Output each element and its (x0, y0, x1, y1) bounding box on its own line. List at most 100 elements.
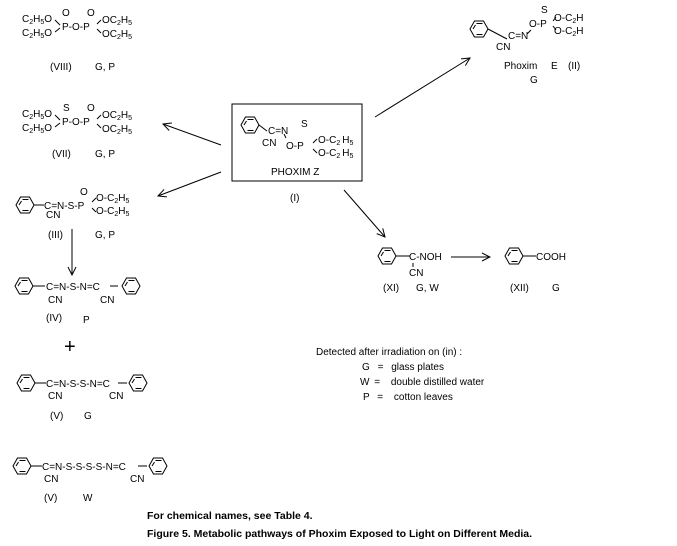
compound-name: Phoxim (504, 61, 537, 72)
svg-text:S: S (63, 103, 70, 114)
legend-item-glass: G = glass plates (362, 362, 444, 373)
benzene-ring (12, 457, 32, 475)
arrow-to-ii (374, 58, 470, 118)
svg-text:COOH: COOH (536, 252, 566, 263)
svg-text:C=N-S-S-S-S-N=C: C=N-S-S-S-S-N=C (42, 462, 126, 473)
media-label: P (83, 315, 90, 326)
arrow-to-iii (158, 171, 222, 196)
svg-text:O-C2H5: O-C2H5 (318, 135, 353, 147)
legend-item-water: W = double distilled water (360, 377, 485, 388)
table-reference-note: For chemical names, see Table 4. (147, 510, 313, 522)
svg-text:O-C2H5: O-C2H5 (96, 193, 129, 205)
legend-item-cotton: P = cotton leaves (363, 392, 453, 403)
svg-text:O-C2H: O-C2H (554, 13, 583, 25)
compound-iii: C=N-S-P CN O O-C2H5 O-C2H5 (III) G, P (15, 187, 129, 241)
legend-key: P (363, 392, 370, 403)
legend-value: double distilled water (390, 377, 485, 388)
svg-text:CN: CN (130, 474, 144, 485)
benzene-ring (15, 196, 35, 214)
svg-text:S: S (301, 119, 308, 130)
svg-text:OC2H5: OC2H5 (102, 29, 132, 41)
compound-v-water: C=N-S-S-S-S-N=C CN CN (V) W (12, 457, 168, 504)
center-name: PHOXIM Z (271, 167, 319, 178)
media-label: W (83, 493, 93, 504)
compound-ii: C=N CN O-P S O-C2H O-C2H Phoxim E (II) G (469, 5, 583, 86)
compound-id: (II) (568, 61, 580, 72)
legend-value: cotton leaves (393, 392, 453, 403)
svg-text:C=N: C=N (268, 126, 288, 137)
svg-text:O-C2H: O-C2H (554, 26, 583, 38)
svg-text:C-NOH: C-NOH (409, 252, 442, 263)
svg-text:CN: CN (48, 295, 62, 306)
benzene-ring (14, 277, 34, 295)
compound-v-glass: C=N-S-S-N=C CN CN (V) G (16, 374, 148, 422)
svg-text:C=N-S-N=C: C=N-S-N=C (46, 282, 100, 293)
compound-iv: C=N-S-N=C CN CN (IV) P (14, 277, 141, 326)
compound-vii: C2H5O C2H5O S O P-O-P OC2H5 OC2H5 (VII) … (22, 103, 132, 160)
svg-text:O: O (62, 8, 70, 19)
svg-text:CN: CN (409, 268, 423, 279)
svg-text:CN: CN (109, 391, 123, 402)
svg-text:C2H5O: C2H5O (22, 14, 52, 26)
compound-id: (VII) (52, 149, 71, 160)
svg-text:CN: CN (44, 474, 58, 485)
svg-text:OC2H5: OC2H5 (102, 124, 132, 136)
compound-id: (XI) (383, 283, 399, 294)
media-label: G, P (95, 149, 115, 160)
isomer-label: E (551, 61, 558, 72)
compound-xii: COOH (XII) G (504, 247, 566, 294)
benzene-ring (469, 20, 489, 38)
benzene-ring (16, 374, 36, 392)
benzene-ring (121, 277, 141, 295)
compound-viii: C2H5O C2H5O O O P-O-P OC2H5 OC2H5 (VIII)… (22, 8, 132, 73)
svg-text:CN: CN (100, 295, 114, 306)
arrow-to-vii (163, 124, 222, 146)
media-label: G (552, 283, 560, 294)
svg-text:C2H5O: C2H5O (22, 28, 52, 40)
media-label: G (530, 75, 538, 86)
media-label: G (84, 411, 92, 422)
svg-text:OC2H5: OC2H5 (102, 110, 132, 122)
svg-text:O: O (80, 187, 88, 198)
svg-text:O: O (87, 103, 95, 114)
svg-text:C2H5O: C2H5O (22, 109, 52, 121)
media-label: G, W (416, 283, 439, 294)
compound-id: (XII) (510, 283, 529, 294)
benzene-ring (377, 247, 397, 265)
compound-id: (III) (48, 230, 63, 241)
svg-text:OC2H5: OC2H5 (102, 15, 132, 27)
media-label: G, P (95, 62, 115, 73)
svg-text:C=N-S-P: C=N-S-P (44, 201, 85, 212)
benzene-ring (148, 457, 168, 475)
compound-id: (IV) (46, 313, 62, 324)
compound-xi: C-NOH CN (XI) G, W (377, 247, 442, 294)
plus-sign: + (64, 336, 76, 358)
svg-text:O-P: O-P (529, 19, 547, 30)
arrow-to-xi (343, 189, 385, 237)
benzene-ring (128, 374, 148, 392)
svg-text:O-C2H5: O-C2H5 (96, 206, 129, 218)
legend-key: W (360, 377, 370, 388)
svg-text:S: S (541, 5, 548, 16)
compound-id: (VIII) (50, 62, 72, 73)
svg-text:P-O-P: P-O-P (62, 117, 90, 128)
benzene-ring (240, 116, 260, 134)
compound-id: (V) (50, 411, 63, 422)
svg-text:CN: CN (262, 138, 276, 149)
legend-title: Detected after irradiation on (in) : (316, 347, 463, 358)
svg-text:P-O-P: P-O-P (62, 22, 90, 33)
svg-text:CN: CN (48, 391, 62, 402)
svg-text:CN: CN (46, 210, 60, 221)
benzene-ring (504, 247, 524, 265)
legend-value: glass plates (391, 362, 444, 373)
center-id: (I) (290, 193, 299, 204)
media-label: G, P (95, 230, 115, 241)
svg-text:O: O (87, 8, 95, 19)
svg-text:O-C2H5: O-C2H5 (318, 148, 353, 160)
compound-id: (V) (44, 493, 57, 504)
svg-text:O-P: O-P (286, 141, 304, 152)
legend-key: G (362, 362, 370, 373)
figure-caption: Figure 5. Metabolic pathways of Phoxim E… (147, 528, 533, 540)
